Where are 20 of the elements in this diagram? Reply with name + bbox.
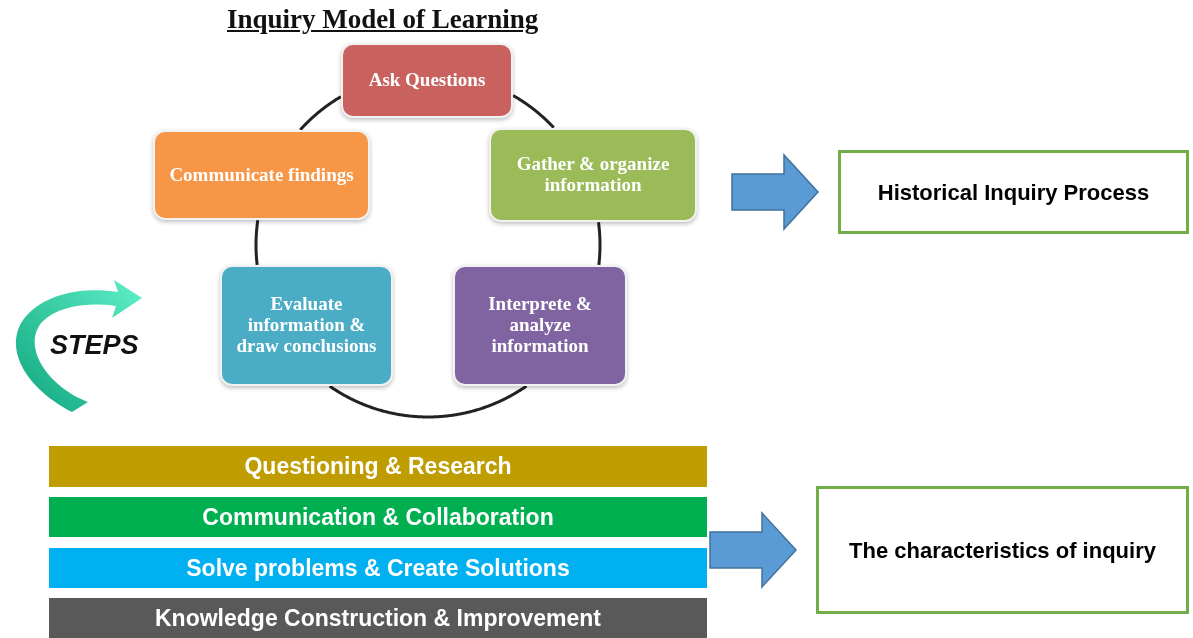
step-box: Communicate findings	[153, 130, 370, 220]
cycle-connector	[299, 95, 342, 131]
steps-label: STEPS	[50, 330, 139, 361]
cycle-connector	[254, 219, 260, 266]
characteristic-bar: Questioning & Research	[49, 446, 707, 487]
step-box: Gather & organize information	[489, 128, 697, 222]
step-box: Evaluate information & draw conclusions	[220, 265, 393, 386]
step-box: Interprete & analyze information	[453, 265, 627, 386]
step-box: Ask Questions	[341, 43, 513, 118]
diagram-title: Inquiry Model of Learning	[227, 4, 539, 35]
block-arrow	[731, 153, 819, 231]
block-arrow	[709, 511, 797, 589]
cycle-connector	[597, 221, 602, 266]
cycle-connector	[328, 384, 528, 419]
characteristic-bar: Communication & Collaboration	[49, 497, 707, 537]
cycle-connector	[511, 94, 555, 129]
result-box: Historical Inquiry Process	[838, 150, 1189, 234]
characteristic-bar: Knowledge Construction & Improvement	[49, 598, 707, 638]
characteristic-bar: Solve problems & Create Solutions	[49, 548, 707, 588]
result-box: The characteristics of inquiry	[816, 486, 1189, 614]
